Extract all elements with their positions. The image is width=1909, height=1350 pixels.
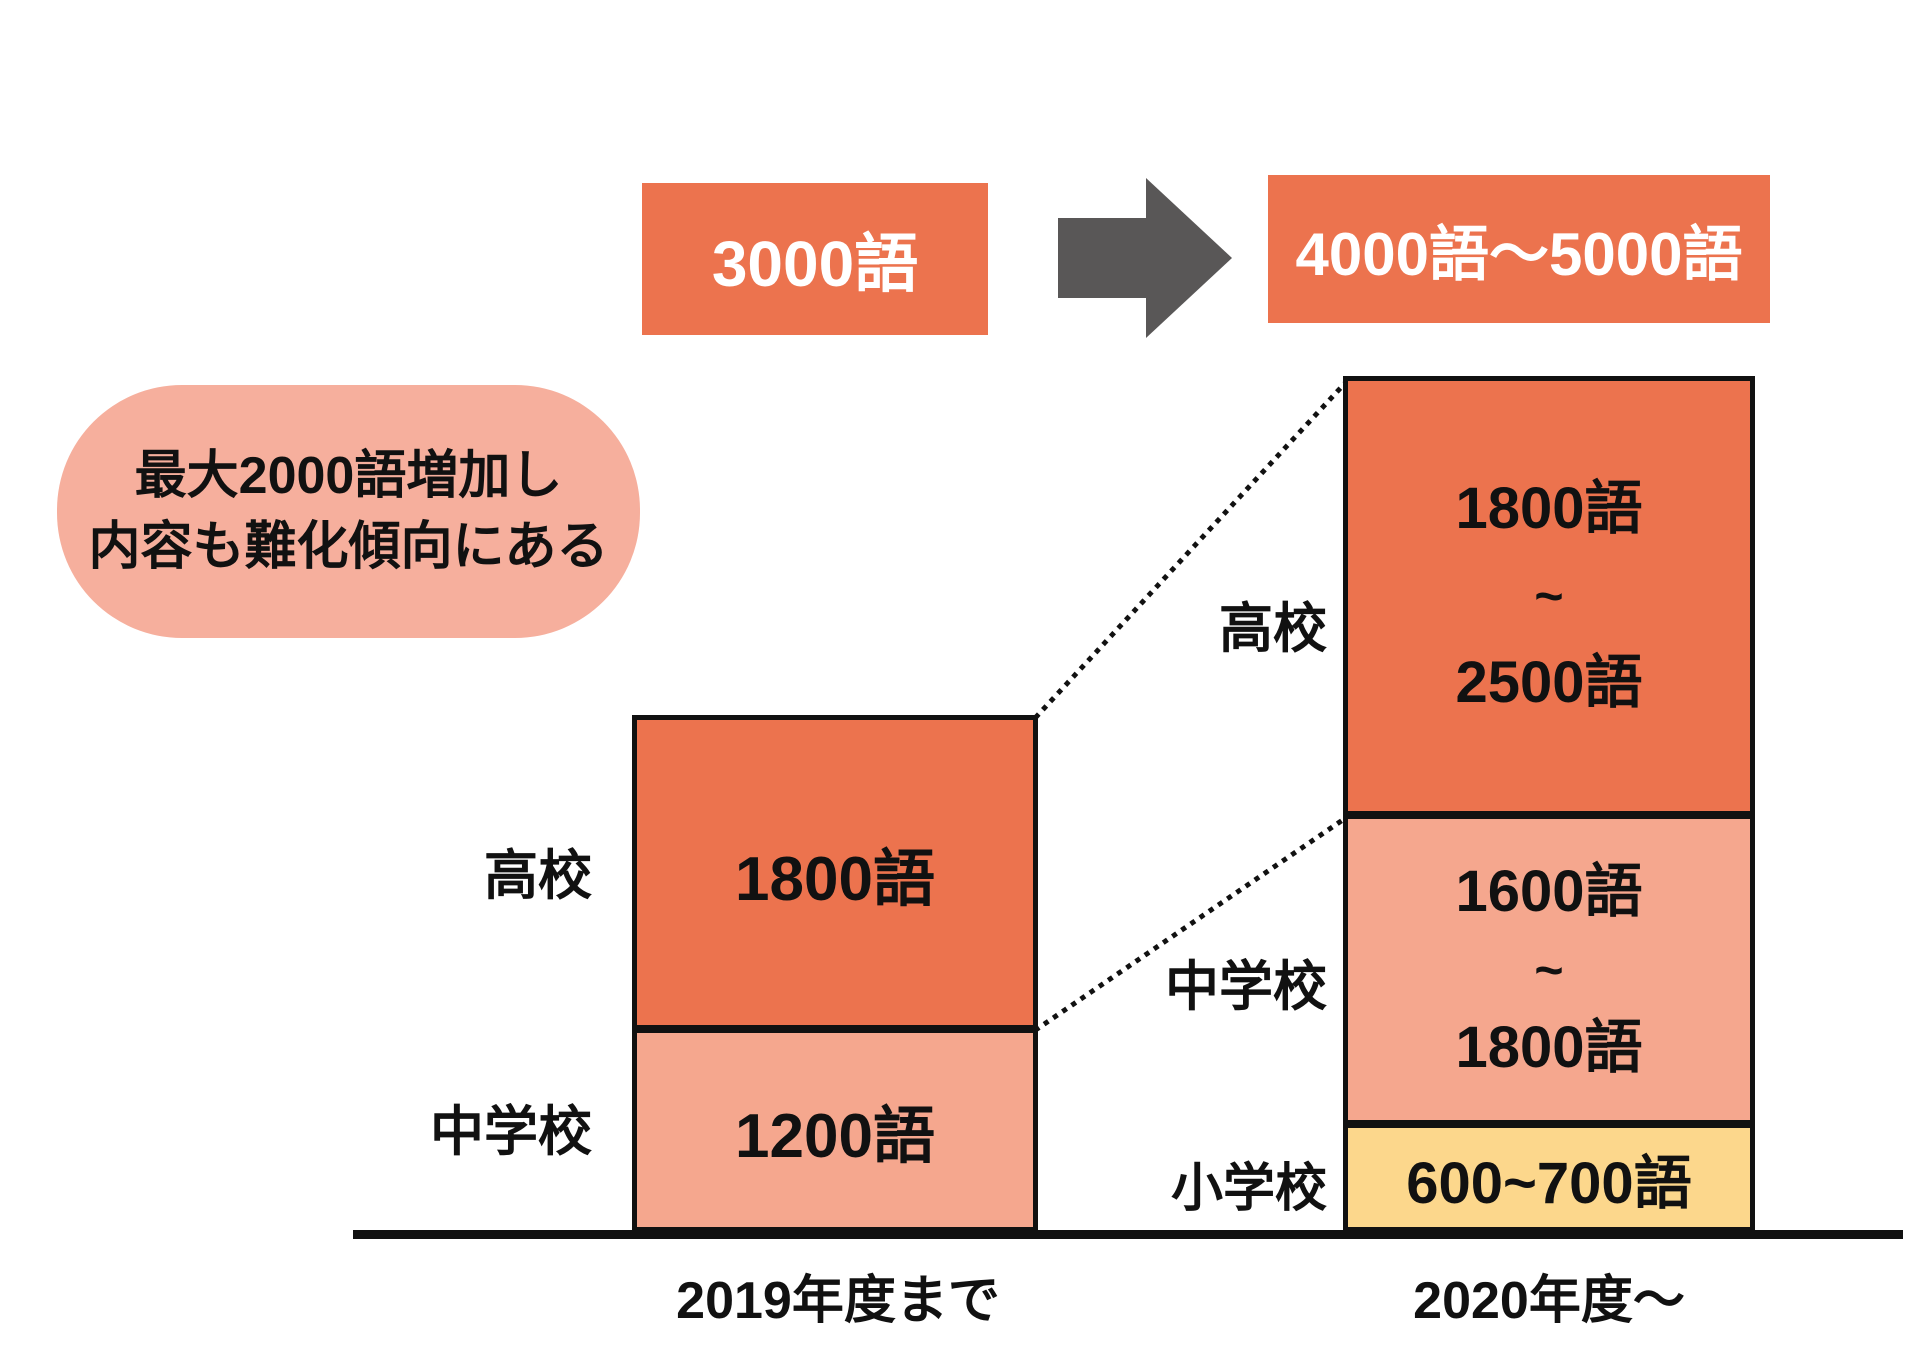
label-2019-juniorhigh: 中学校	[430, 1102, 592, 1162]
callout-bubble: 最大2000語増加し 内容も難化傾向にある	[57, 385, 640, 638]
total-after-box: 4000語～5000語	[1268, 175, 1770, 323]
arrow-right-icon	[1058, 218, 1148, 298]
bar-2020-juniorhigh-value-min: 1600語	[1455, 858, 1643, 924]
bar-2019-juniorhigh-value: 1200語	[735, 1102, 935, 1171]
callout-line1: 最大2000語増加し	[134, 446, 563, 505]
bar-2020-highschool-segment: 1800語 ~ 2500語	[1348, 381, 1750, 811]
total-before-label: 3000語	[711, 228, 919, 300]
bar-2019-highschool-value: 1800語	[735, 844, 935, 914]
bar-2019-highschool-segment: 1800語	[637, 720, 1033, 1025]
total-before-box: 3000語	[642, 183, 988, 335]
bar-2020-elementary-value: 600~700語	[1406, 1150, 1692, 1216]
bar-2020-highschool-value-min: 1800語	[1455, 476, 1643, 541]
bar-2020: 1800語 ~ 2500語 1600語 ~ 1800語 600~700語	[1343, 376, 1755, 1232]
axis-label-2020: 2020年度～	[1413, 1272, 1685, 1330]
x-axis-baseline	[353, 1230, 1903, 1239]
arrow-right-head-icon	[1146, 178, 1232, 338]
bar-2020-highschool-value-max: 2500語	[1455, 650, 1643, 715]
bar-2020-elementary-segment: 600~700語	[1348, 1120, 1750, 1227]
label-2020-highschool: 高校	[1219, 599, 1327, 659]
axis-label-2019: 2019年度まで	[676, 1272, 1000, 1330]
callout-line2: 内容も難化傾向にある	[88, 517, 609, 576]
label-2020-elementary: 小学校	[1170, 1160, 1327, 1218]
bar-2020-highschool-value-tilde: ~	[1534, 568, 1564, 624]
bar-2020-juniorhigh-value-tilde: ~	[1534, 941, 1564, 998]
connector-top-line	[1033, 377, 1351, 720]
label-2020-juniorhigh: 中学校	[1165, 957, 1327, 1017]
bar-2020-juniorhigh-value-max: 1800語	[1455, 1014, 1643, 1080]
bar-2020-juniorhigh-segment: 1600語 ~ 1800語	[1348, 811, 1750, 1120]
label-2019-highschool: 高校	[484, 846, 592, 906]
total-after-label: 4000語～5000語	[1295, 220, 1743, 288]
bar-2019: 1800語 1200語	[632, 715, 1038, 1232]
bar-2019-juniorhigh-segment: 1200語	[637, 1025, 1033, 1227]
